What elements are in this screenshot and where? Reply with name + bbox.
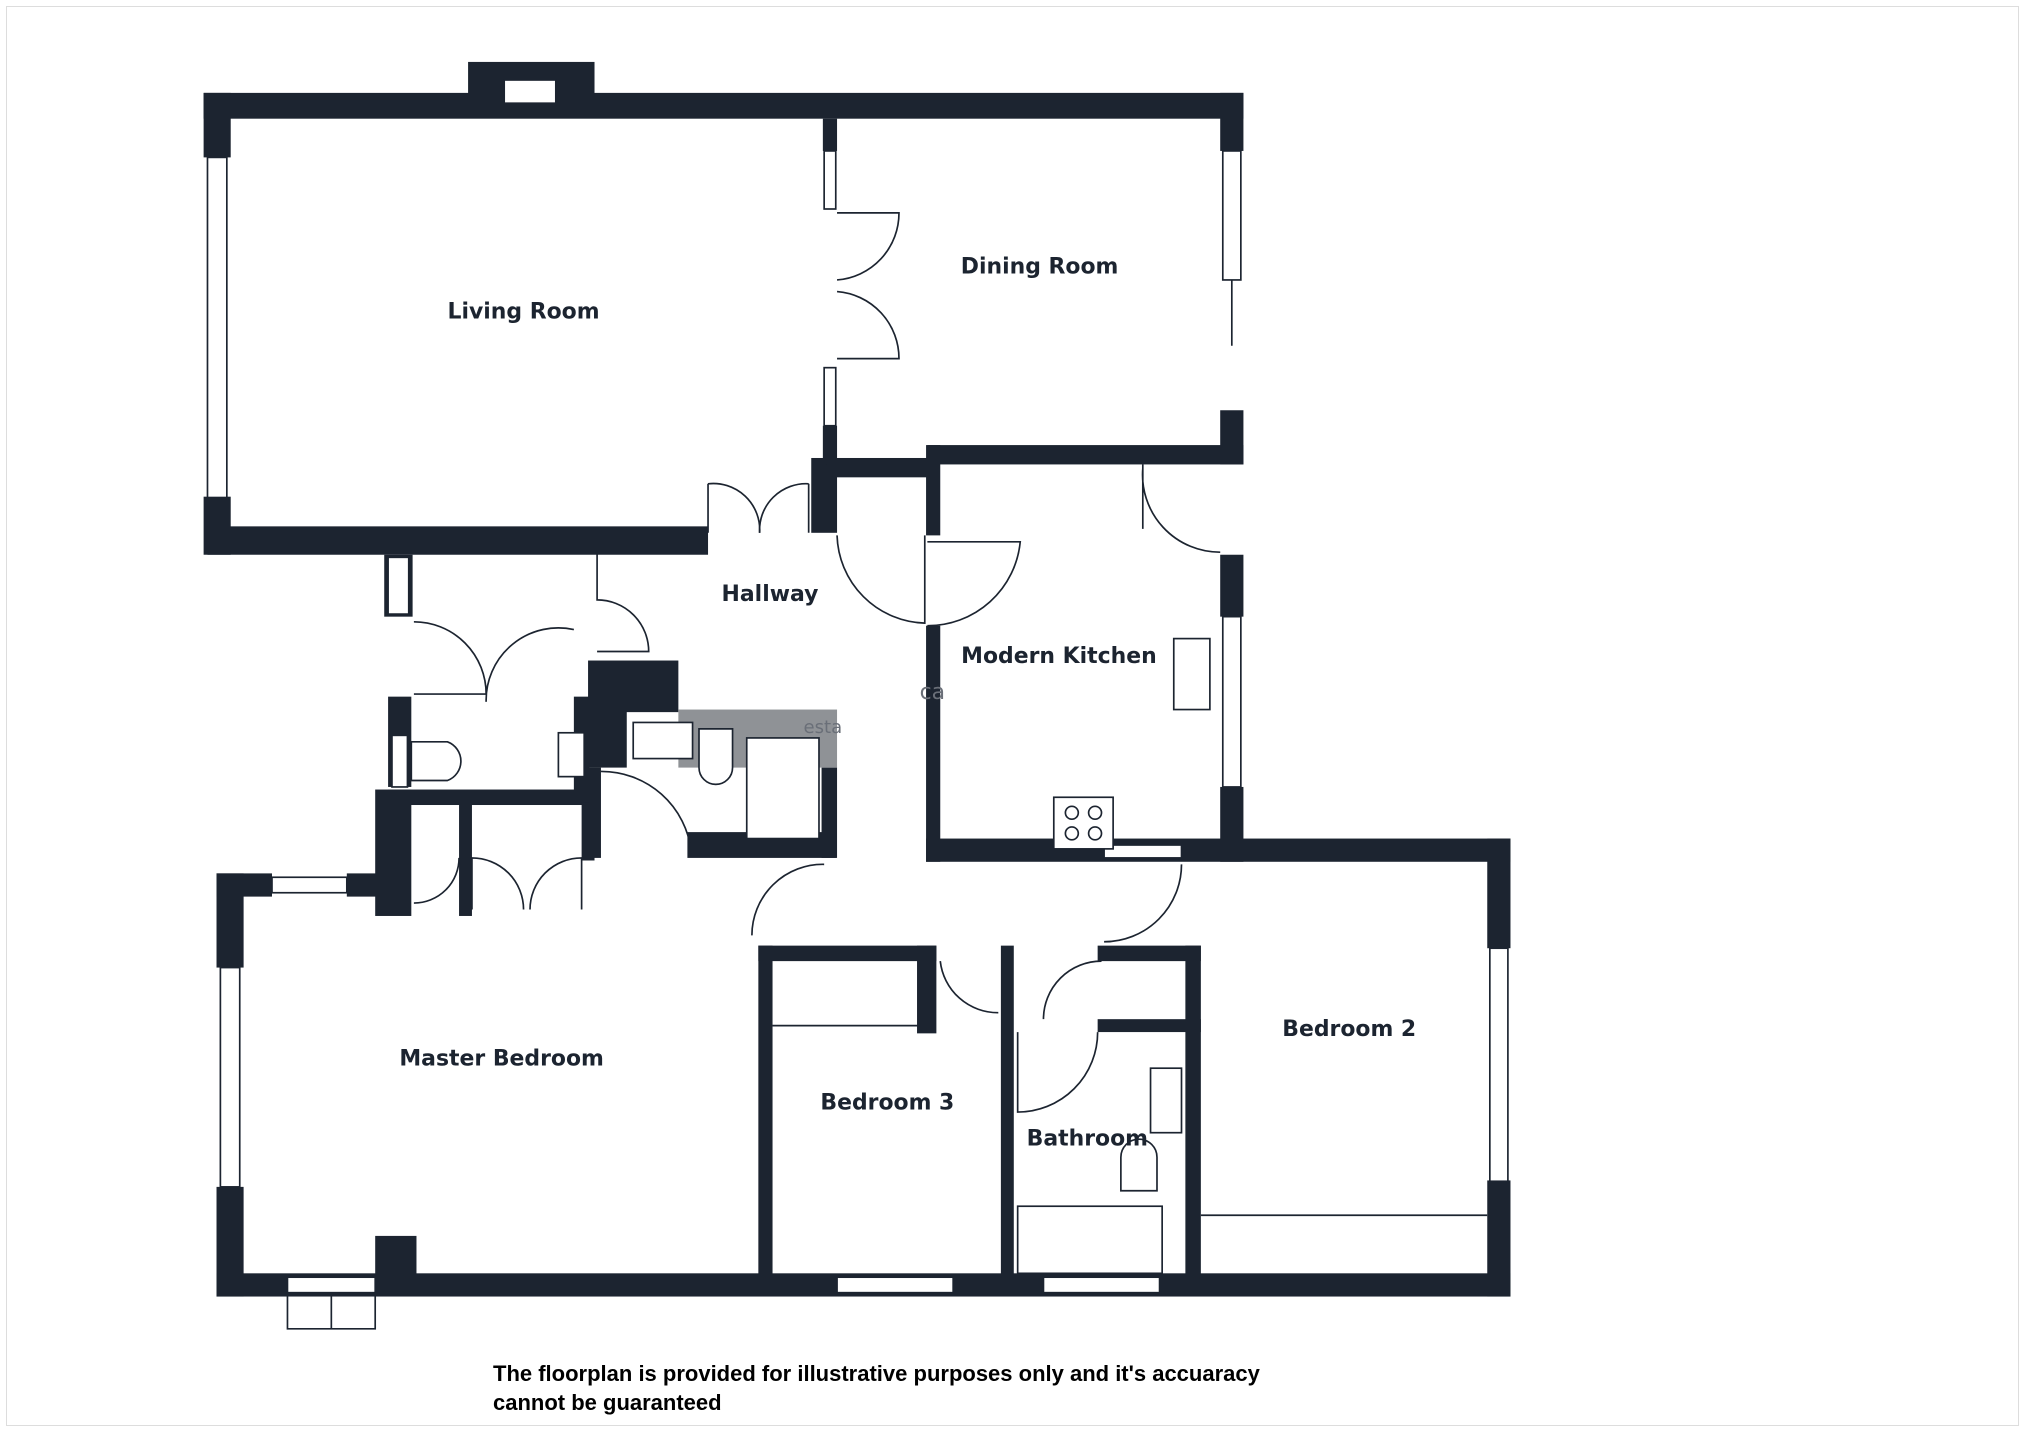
chimney-opening [503, 79, 557, 105]
toilet-icon [698, 728, 734, 786]
watermark: esta ca [804, 680, 946, 738]
kitchen-sink-icon [1172, 637, 1211, 711]
sink-icon [557, 731, 586, 778]
room-label-modern-kitchen: Modern Kitchen [961, 644, 1157, 669]
room-label-living-room: Living Room [448, 300, 600, 325]
watermark-fragment: ca [920, 680, 946, 705]
hob-icon [1052, 796, 1114, 850]
toilet-icon [410, 740, 462, 782]
room-label-bedroom-3: Bedroom 3 [820, 1090, 954, 1115]
room-label-hallway: Hallway [722, 582, 819, 607]
room-labels: Living Room Dining Room Hallway Modern K… [399, 254, 1416, 1151]
toilet-icon [1120, 1138, 1158, 1192]
doors [286, 212, 1221, 1330]
disclaimer: The floorplan is provided for illustrati… [493, 1359, 1393, 1417]
room-label-bedroom-2: Bedroom 2 [1282, 1017, 1416, 1042]
disclaimer-line-1: The floorplan is provided for illustrati… [493, 1361, 1260, 1386]
fixtures [410, 637, 1211, 1192]
room-label-dining-room: Dining Room [961, 254, 1119, 279]
page-frame [6, 6, 2019, 1426]
watermark-fragment: esta [804, 717, 843, 738]
disclaimer-line-2: cannot be guaranteed [493, 1390, 722, 1415]
shower-tray-icon [745, 737, 820, 840]
room-label-bathroom: Bathroom [1027, 1127, 1148, 1152]
basin-icon [632, 721, 694, 760]
room-label-master-bedroom: Master Bedroom [399, 1047, 603, 1072]
